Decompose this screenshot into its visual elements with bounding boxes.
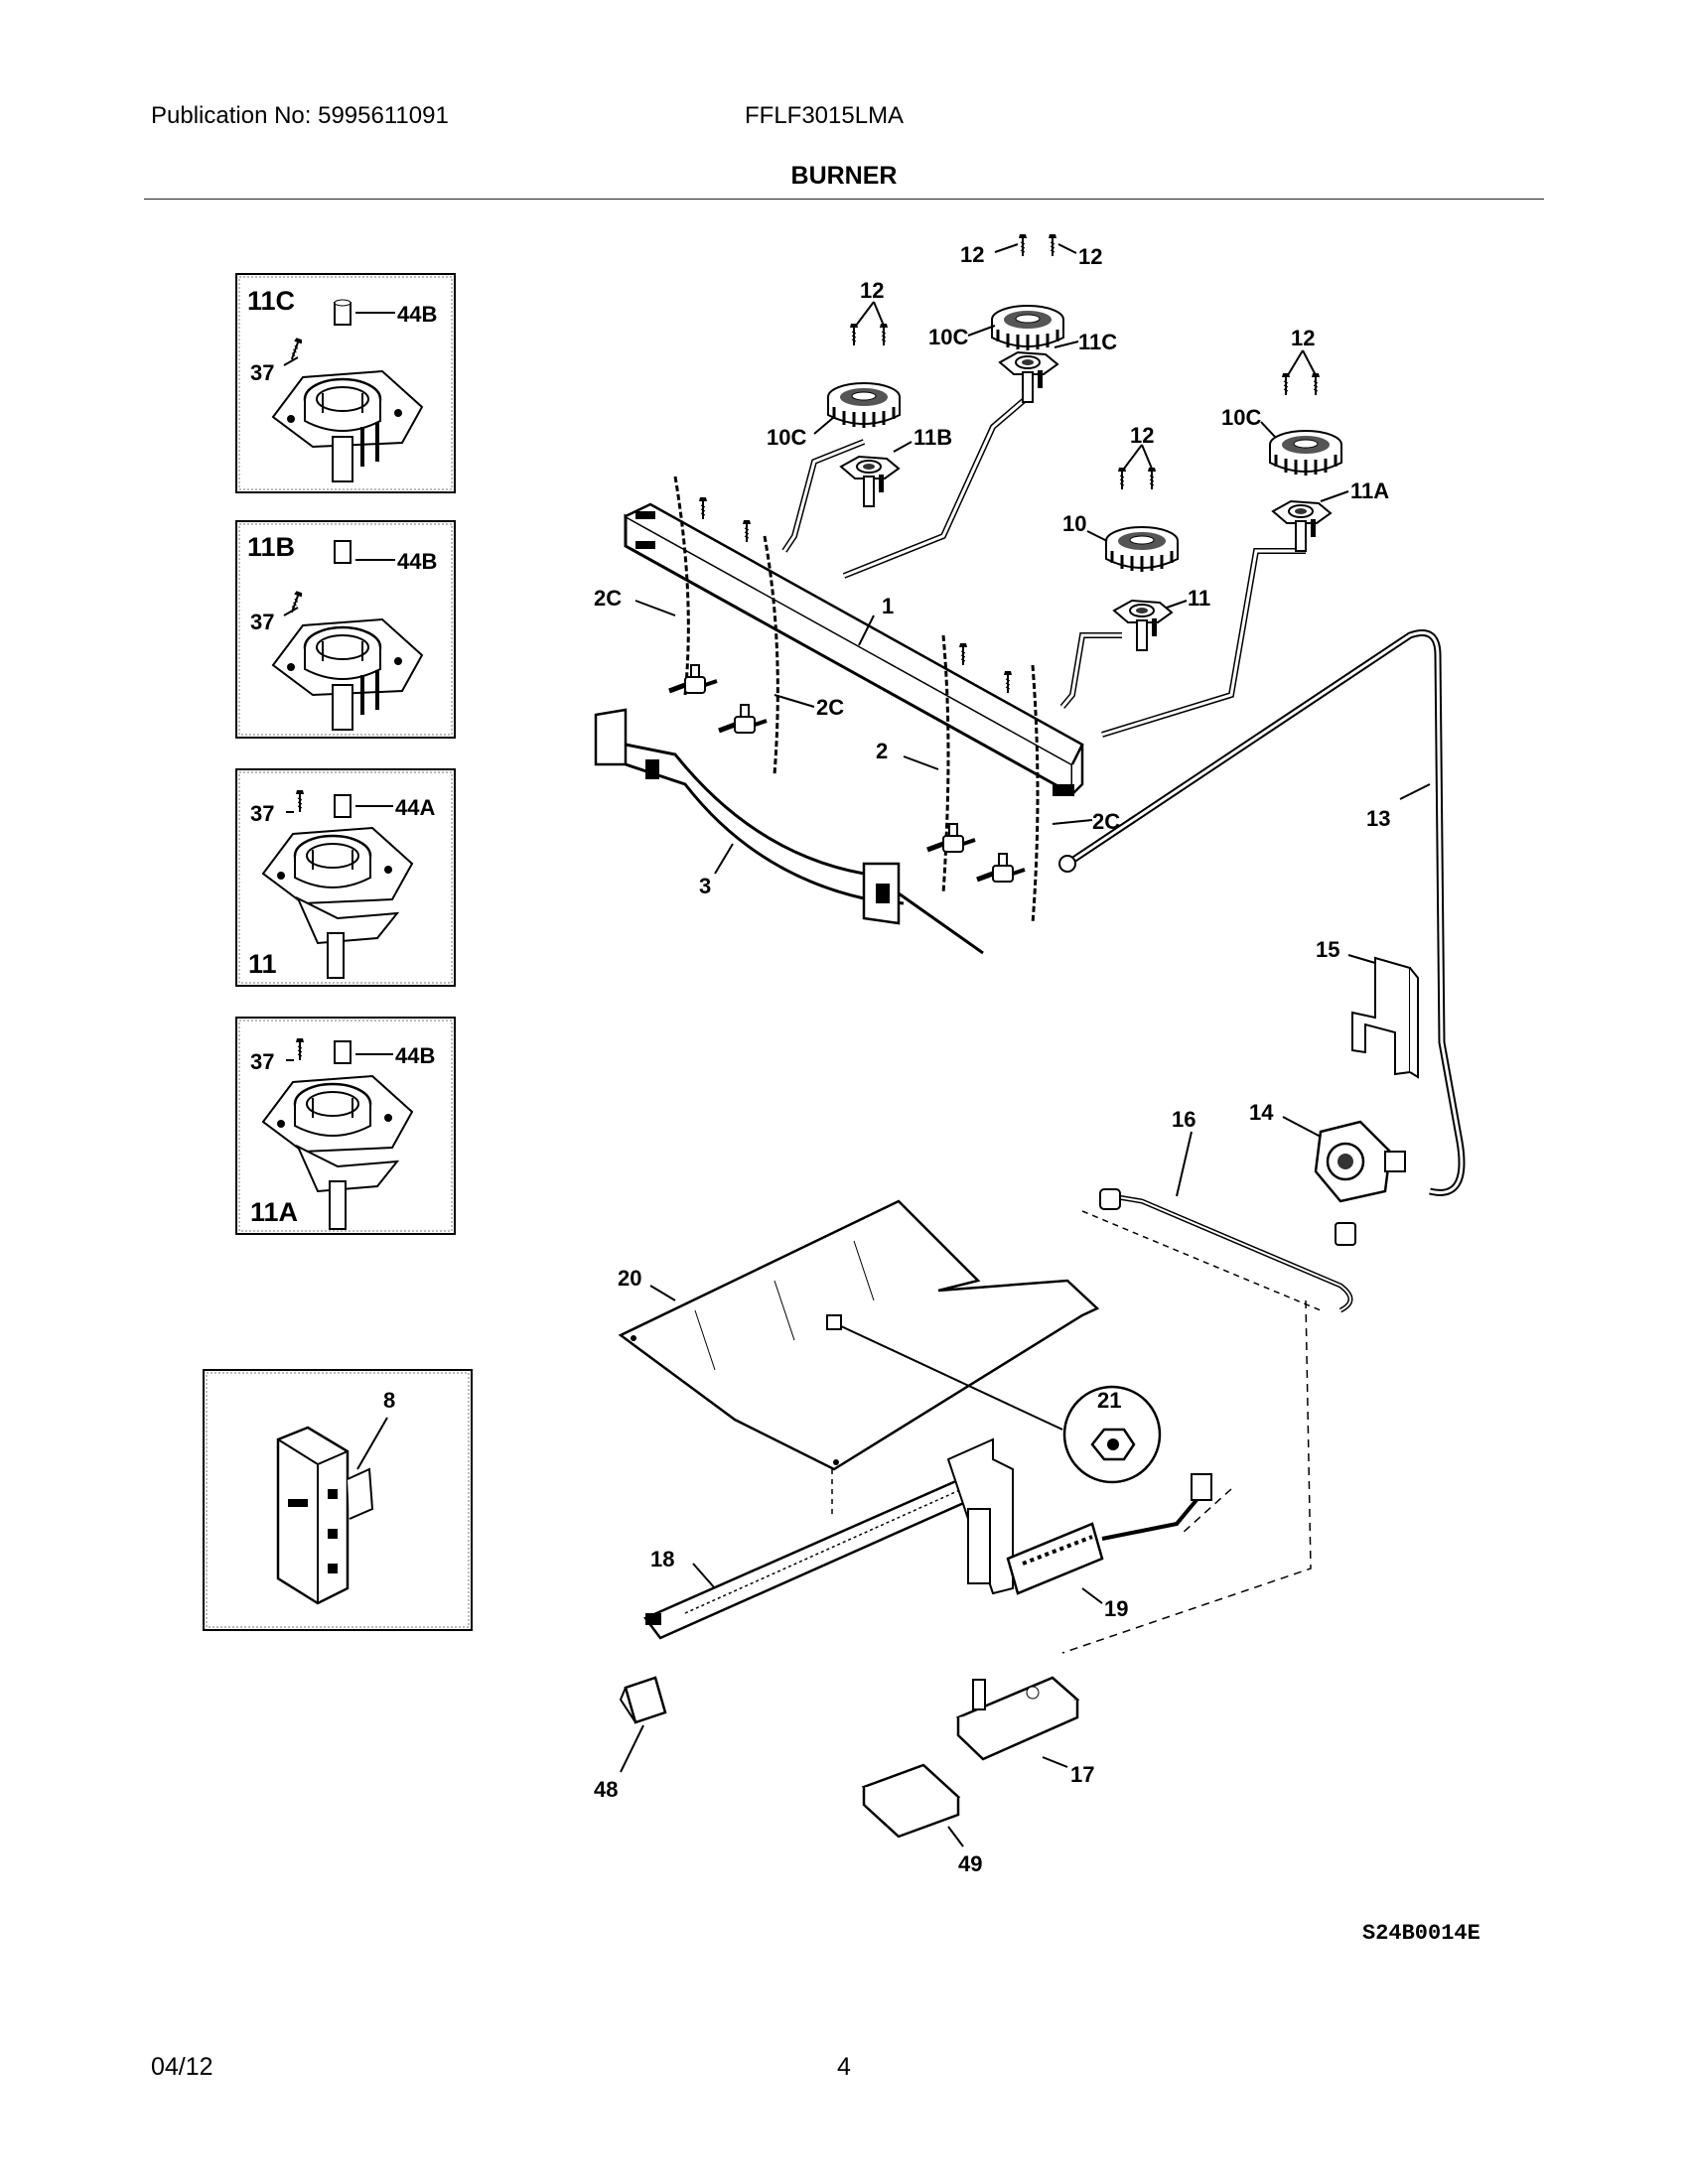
callout-11a: 11A [1350,478,1389,503]
callout-2: 2 [876,739,888,763]
inset-11c-44b: 44B [397,302,437,327]
callout-13: 13 [1366,806,1390,831]
shield-49 [861,1763,961,1839]
oven-burner-18 [643,1437,1014,1640]
footer-page-number: 4 [837,2053,851,2081]
inset-11b-44b: 44B [397,549,437,574]
callout-12-b: 12 [1078,244,1102,269]
callout-11: 11 [1188,586,1210,611]
callout-19: 19 [1104,1596,1128,1621]
publication-number: Publication No: 5995611091 [151,102,449,129]
callout-2c-a: 2C [594,586,622,611]
callout-48: 48 [594,1777,618,1802]
callout-11b: 11B [914,425,952,450]
callout-3: 3 [699,874,711,898]
safety-valve-17 [955,1676,1080,1761]
inset-8: 8 [203,1369,473,1631]
inset-11c-label: 11C [247,286,295,316]
callout-10c-b: 10C [767,425,806,450]
page-title: BURNER [790,162,898,190]
inset-11-37: 37 [250,801,274,826]
callout-12-d: 12 [1130,423,1154,448]
callout-12-c: 12 [860,278,884,303]
inset-11a-37: 37 [250,1049,274,1074]
footer-date: 04/12 [151,2053,213,2081]
callout-11c: 11C [1078,330,1117,354]
callout-14: 14 [1249,1100,1274,1125]
bracket-3 [594,708,984,955]
inset-11b: 11B 44B 37 [235,520,456,739]
manifold-1 [624,502,1084,797]
inset-11-44a: 44A [395,795,435,820]
callout-16: 16 [1172,1107,1196,1132]
inset-11b-37: 37 [250,610,274,634]
regulator-14 [1314,1120,1406,1246]
callout-18: 18 [650,1547,674,1571]
header-divider [144,199,1544,200]
callout-12-e: 12 [1291,326,1315,350]
callout-10: 10 [1062,511,1086,536]
callout-2c-b: 2C [816,695,844,720]
inset-11a-44b: 44B [395,1043,435,1068]
callout-21: 21 [1097,1388,1121,1413]
inset-8-label: 8 [383,1388,395,1413]
callout-12-a: 12 [960,242,984,267]
inset-11b-label: 11B [247,532,295,562]
callout-17: 17 [1070,1762,1094,1787]
callout-15: 15 [1316,937,1339,962]
igniter-19 [1006,1473,1212,1595]
callout-49: 49 [958,1851,982,1876]
callout-1: 1 [882,594,894,618]
model-number: FFLF3015LMA [745,102,905,129]
callout-20: 20 [618,1266,641,1291]
callout-10c-c: 10C [1221,405,1261,430]
tube-16 [1081,1188,1353,1313]
inset-11: 37 44A 11 [235,768,456,987]
inset-11c-37: 37 [250,360,274,385]
inset-11-label: 11 [248,949,277,979]
inset-11a-label: 11A [250,1197,298,1227]
inset-11c: 11C 44B 37 [235,273,456,493]
bracket-15 [1351,956,1419,1079]
inset-11a: 37 44B 11A [235,1017,456,1235]
callout-10c-a: 10C [928,325,968,349]
clip-48 [619,1676,667,1724]
drawing-code: S24B0014E [1362,1921,1480,1946]
